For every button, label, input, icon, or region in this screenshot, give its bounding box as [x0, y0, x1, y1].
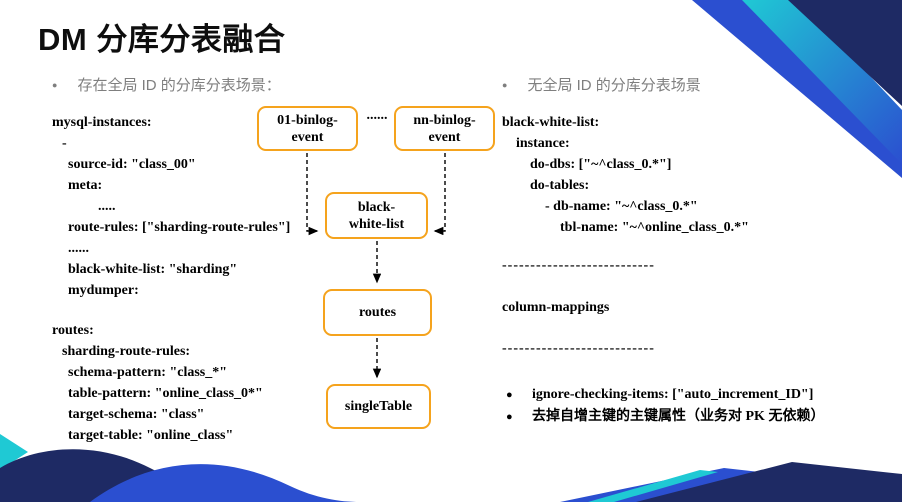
config-line: route-rules: ["sharding-route-rules"] — [68, 220, 291, 235]
config-line: target-table: "online_class" — [68, 428, 234, 443]
diagram-node-black-white-list: black- white-list — [325, 192, 428, 239]
bullet-text: 去掉自增主键的主键属性（业务对 PK 无依赖） — [532, 409, 825, 424]
deco-bottom-left-navy-wave — [0, 449, 320, 502]
config-line: mysql-instances: — [52, 115, 152, 130]
bullet-dot-icon: ● — [506, 389, 513, 401]
config-line: - — [62, 136, 67, 151]
list-item: ● ignore-checking-items: ["auto_incremen… — [502, 384, 824, 406]
column-mappings-label: column-mappings — [502, 300, 610, 315]
page-title: DM 分库分表融合 — [38, 22, 286, 57]
deco-bottom-right-teal-streak — [588, 470, 718, 502]
config-line: do-dbs: ["~^class_0.*"] — [530, 157, 672, 172]
config-line: ...... — [68, 241, 89, 256]
bullet-dot-icon: ● — [52, 79, 58, 90]
arrow-binlognn-to-bwlist — [433, 153, 446, 236]
diagram-node-binlog-nn: nn-binlog- event — [394, 106, 495, 151]
config-line: mydumper: — [68, 283, 139, 298]
deco-top-right-teal-band — [742, 0, 902, 164]
left-section-heading-label: 存在全局 ID 的分库分表场景： — [77, 77, 281, 94]
config-line: - db-name: "~^class_0.*" — [545, 199, 698, 214]
config-line: instance: — [516, 136, 570, 151]
diagram-node-single-table: singleTable — [326, 384, 431, 429]
right-section-heading-label: 无全局 ID 的分库分表场景 — [527, 77, 701, 94]
arrow-binlog01-to-bwlist — [306, 153, 319, 236]
left-config-block: mysql-instances: - source-id: "class_00"… — [52, 112, 290, 301]
config-line: meta: — [68, 178, 103, 193]
config-line: routes: — [52, 323, 94, 338]
config-line: do-tables: — [530, 178, 590, 193]
config-line: schema-pattern: "class_*" — [68, 365, 228, 380]
right-config-block: black-white-list: instance: do-dbs: ["~^… — [502, 112, 749, 238]
divider-dashes: --------------------------- — [502, 258, 655, 273]
config-line: target-schema: "class" — [68, 407, 205, 422]
deco-bottom-right-blue-band — [560, 468, 902, 502]
diagram-node-routes: routes — [323, 289, 432, 336]
deco-bottom-left-teal — [0, 434, 28, 470]
diagram-node-binlog-01: 01-binlog- event — [257, 106, 358, 151]
diagram-ellipsis: ...... — [366, 108, 388, 123]
config-line: table-pattern: "online_class_0*" — [68, 386, 263, 401]
left-section-heading: ● 存在全局 ID 的分库分表场景： — [52, 74, 281, 95]
deco-top-right-navy-corner — [788, 0, 902, 106]
config-line: black-white-list: "sharding" — [68, 262, 238, 277]
config-line: sharding-route-rules: — [62, 344, 191, 359]
bullet-text: ignore-checking-items: ["auto_increment_… — [532, 387, 814, 402]
config-line: tbl-name: "~^online_class_0.*" — [560, 220, 749, 235]
deco-bottom-left-blue-wave — [90, 464, 360, 502]
config-line: source-id: "class_00" — [68, 157, 196, 172]
right-section-heading: ● 无全局 ID 的分库分表场景 — [502, 74, 701, 95]
left-routes-block: routes: sharding-route-rules: schema-pat… — [52, 320, 263, 446]
config-line: black-white-list: — [502, 115, 600, 130]
config-line: ..... — [98, 199, 116, 214]
bullet-dot-icon: ● — [502, 79, 508, 90]
divider-dashes: --------------------------- — [502, 341, 655, 356]
list-item: ● 去掉自增主键的主键属性（业务对 PK 无依赖） — [502, 406, 824, 428]
bullet-dot-icon: ● — [506, 411, 513, 423]
right-bullet-list: ● ignore-checking-items: ["auto_incremen… — [502, 384, 824, 428]
deco-bottom-right-navy-band — [636, 462, 902, 502]
